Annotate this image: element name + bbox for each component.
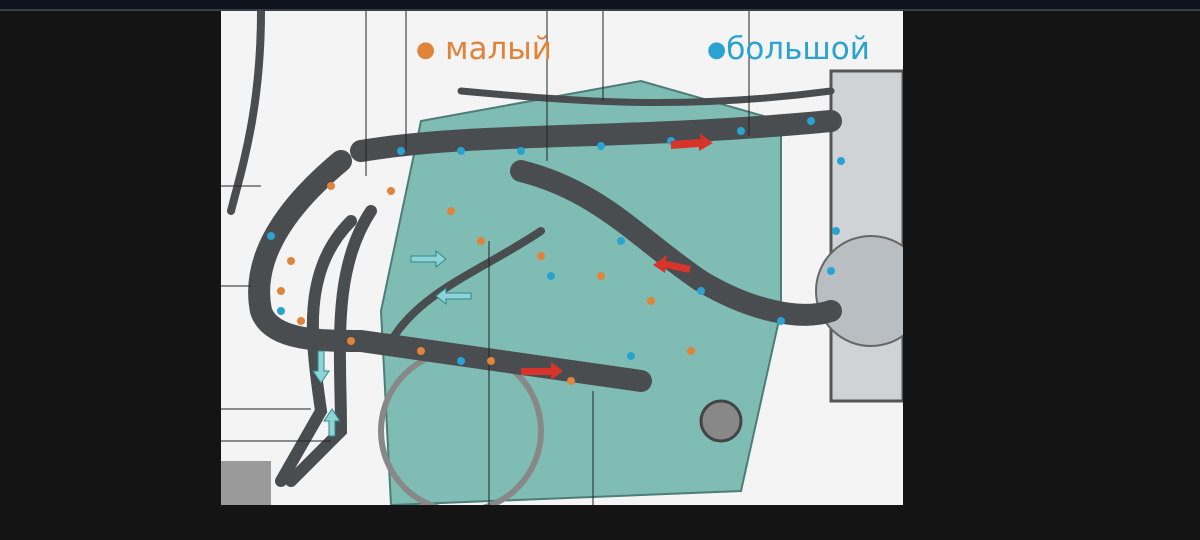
heater-core xyxy=(221,461,271,505)
fan xyxy=(815,235,903,347)
flow-arrows xyxy=(312,133,713,437)
bottom-bar xyxy=(0,505,1200,540)
callout-lines xyxy=(221,11,750,505)
legend-large-circuit: ●большой xyxy=(707,29,870,71)
orange-dot-icon: ● xyxy=(416,37,436,63)
top-bar xyxy=(0,0,1200,11)
blue-dot-icon: ● xyxy=(707,37,727,63)
legend-small-circuit: ● малый xyxy=(416,29,552,71)
small-circuit-dots xyxy=(277,182,695,385)
cooling-diagram: ● малый ●большой xyxy=(221,11,903,505)
diagram-illustration xyxy=(221,11,903,505)
legend-small-label: малый xyxy=(445,31,552,67)
large-circuit-dots xyxy=(267,117,845,365)
legend-large-label: большой xyxy=(726,31,870,67)
pulley xyxy=(699,399,743,443)
